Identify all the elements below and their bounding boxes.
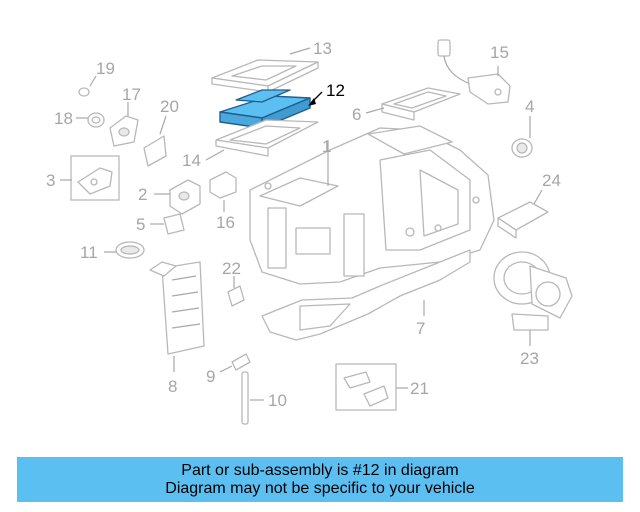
leader-24 xyxy=(533,189,543,205)
label-12: 12 xyxy=(326,81,345,100)
leader-9 xyxy=(219,365,233,373)
label-19: 19 xyxy=(96,59,115,78)
part-8-heater-core[interactable] xyxy=(149,261,205,355)
part-20-bracket[interactable] xyxy=(143,135,167,167)
part-11-seal[interactable] xyxy=(115,241,145,259)
label-10: 10 xyxy=(268,391,287,410)
label-7: 7 xyxy=(416,319,425,338)
label-13: 13 xyxy=(313,39,332,58)
part-5-plate[interactable] xyxy=(163,213,185,235)
label-18: 18 xyxy=(54,109,73,128)
part-3-sensor[interactable] xyxy=(77,167,113,195)
part-14-filter-frame[interactable] xyxy=(215,119,319,157)
part-3-box xyxy=(70,155,120,201)
label-15: 15 xyxy=(490,43,509,62)
label-17: 17 xyxy=(122,85,141,104)
part-16-clip[interactable] xyxy=(209,171,237,199)
label-20: 20 xyxy=(160,97,179,116)
part-2-actuator[interactable] xyxy=(169,179,201,215)
caption-line-1: Part or sub-assembly is #12 in diagram xyxy=(181,462,459,479)
parts-diagram: 13 12 14 1 6 xyxy=(46,39,573,425)
part-7-floor-duct[interactable] xyxy=(261,249,471,341)
leader-19 xyxy=(89,75,97,87)
leader-20 xyxy=(159,115,167,135)
part-21-box xyxy=(335,363,397,411)
label-5: 5 xyxy=(136,215,145,234)
label-2: 2 xyxy=(138,185,147,204)
label-9: 9 xyxy=(206,367,215,386)
part-12-cabin-air-filter[interactable] xyxy=(219,89,311,129)
label-6: 6 xyxy=(352,105,361,124)
part-4-grommet[interactable] xyxy=(511,138,533,158)
label-22: 22 xyxy=(222,259,241,278)
label-21: 21 xyxy=(410,379,429,398)
part-21-linkage[interactable] xyxy=(343,371,389,407)
label-3: 3 xyxy=(46,171,55,190)
label-16: 16 xyxy=(216,213,235,232)
leader-6 xyxy=(365,107,385,114)
label-4: 4 xyxy=(525,97,534,116)
part-10-drain-hose[interactable] xyxy=(241,371,249,425)
caption-line-2: Diagram may not be specific to your vehi… xyxy=(165,480,475,497)
part-17-expansion-valve[interactable] xyxy=(109,115,139,147)
label-23: 23 xyxy=(520,349,539,368)
label-8: 8 xyxy=(168,377,177,396)
part-24-resistor[interactable] xyxy=(497,201,549,239)
label-14: 14 xyxy=(182,151,201,170)
label-24: 24 xyxy=(542,171,561,190)
caption-bar: Part or sub-assembly is #12 in diagram D… xyxy=(17,457,623,502)
label-1: 1 xyxy=(322,137,331,156)
part-15-wiring-harness[interactable] xyxy=(437,39,511,105)
label-11: 11 xyxy=(80,243,98,262)
leader-12-arrow xyxy=(308,98,316,106)
leader-14 xyxy=(205,149,225,161)
leader-13 xyxy=(289,47,311,55)
part-23-blower-motor[interactable] xyxy=(493,251,573,331)
part-19-ring[interactable] xyxy=(78,87,90,97)
part-18-o-ring[interactable] xyxy=(87,112,105,128)
part-6-seal-frame[interactable] xyxy=(381,87,461,121)
part-9-clip[interactable] xyxy=(231,353,251,371)
part-1-hvac-housing[interactable] xyxy=(249,125,495,285)
part-22-sensor[interactable] xyxy=(227,285,245,307)
part-13-filter-cover[interactable] xyxy=(211,59,319,93)
